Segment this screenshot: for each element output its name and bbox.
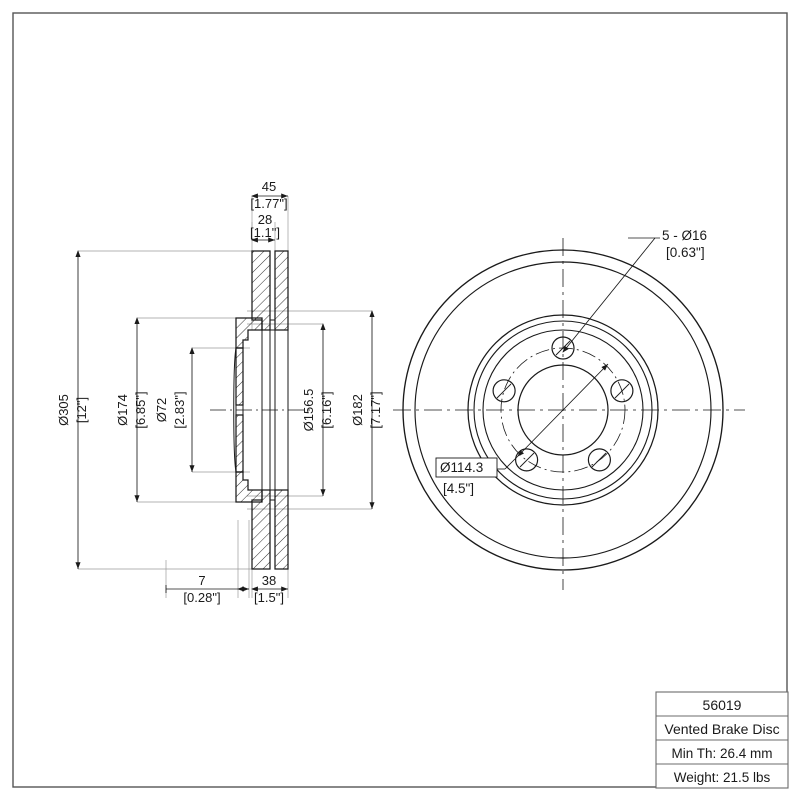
bottom-dimension-lines xyxy=(165,585,288,593)
hat-outer-circle xyxy=(467,314,659,506)
title-block-part-number: 56019 xyxy=(703,697,742,713)
dim-dia305-mm: Ø305 xyxy=(56,394,71,426)
face-view-callouts: 5 - Ø16 [0.63"] Ø114.3 [4.5"] xyxy=(435,228,707,496)
dim-w28-inch: [1.1"] xyxy=(250,225,280,240)
outer-disc-circle xyxy=(402,249,724,571)
cross-section-view xyxy=(78,196,372,598)
dim-w45-inch: [1.77"] xyxy=(250,196,287,211)
title-block-min-thickness: Min Th: 26.4 mm xyxy=(671,746,772,761)
dim-w7-inch: [0.28"] xyxy=(183,590,220,605)
dim-w38-mm: 38 xyxy=(262,573,276,588)
title-block-description: Vented Brake Disc xyxy=(664,721,779,737)
bolt-circle-leader xyxy=(497,363,609,470)
dim-dia182-mm: Ø182 xyxy=(350,394,365,426)
dim-dia182-inch: [7.17"] xyxy=(368,391,383,428)
dim-w7-mm: 7 xyxy=(198,573,205,588)
dim-dia305-inch: [12"] xyxy=(74,397,89,423)
bottom-dimension-labels: 7 [0.28"] 38 [1.5"] xyxy=(183,573,284,605)
bolt-hole xyxy=(610,379,634,403)
bolt-holes-callout-line2: [0.63"] xyxy=(666,245,705,260)
hat-wall-circle xyxy=(482,329,644,491)
bolt-circle-callout-box xyxy=(435,457,498,478)
bolt-circle-callout-line1: Ø114.3 xyxy=(440,460,483,475)
disc-section-outline xyxy=(235,250,289,570)
bolt-hole-leader xyxy=(562,237,660,353)
dim-dia174-inch: [6.85"] xyxy=(133,391,148,428)
dim-dia72-mm: Ø72 xyxy=(154,398,169,423)
title-block: 56019 Vented Brake Disc Min Th: 26.4 mm … xyxy=(655,691,789,789)
friction-inner-circle xyxy=(414,261,712,559)
face-view xyxy=(393,237,745,590)
bolt-holes-callout-line1: 5 - Ø16 xyxy=(662,228,707,243)
dim-dia72-inch: [2.83"] xyxy=(172,391,187,428)
bolt-hole xyxy=(551,336,575,360)
dim-dia1565-inch: [6.16"] xyxy=(319,391,334,428)
dim-dia1565-mm: Ø156.5 xyxy=(301,389,316,432)
dim-w45-mm: 45 xyxy=(262,179,276,194)
dim-w38-inch: [1.5"] xyxy=(254,590,284,605)
top-dimension-lines xyxy=(251,193,288,243)
dim-w28-mm: 28 xyxy=(258,212,272,227)
sheet-border xyxy=(12,12,788,788)
title-block-weight: Weight: 21.5 lbs xyxy=(674,770,771,785)
bolt-holes xyxy=(492,336,634,472)
top-dimension-labels: 45 [1.77"] 28 [1.1"] xyxy=(250,179,288,240)
face-center-lines xyxy=(393,238,745,590)
vertical-dimension-labels: Ø305 [12"] Ø174 [6.85"] Ø72 [2.83"] Ø156… xyxy=(56,389,383,432)
dim-dia174-mm: Ø174 xyxy=(115,394,130,426)
bolt-circle-callout-line2: [4.5"] xyxy=(443,481,474,496)
hat-step-circle xyxy=(473,320,653,500)
vertical-dimension-lines xyxy=(75,250,375,569)
bolt-hole xyxy=(492,379,516,403)
